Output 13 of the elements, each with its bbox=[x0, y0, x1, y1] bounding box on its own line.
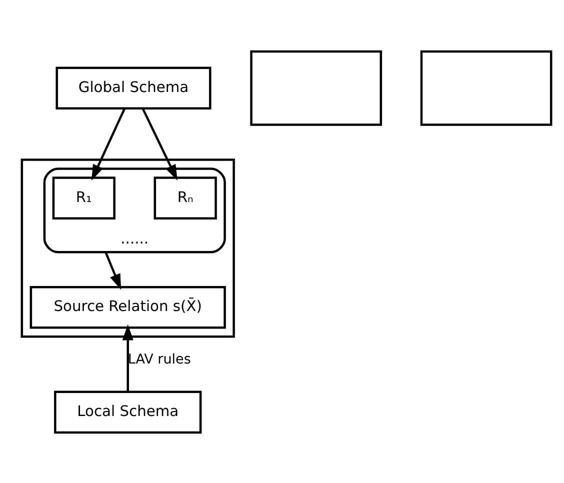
edge-label: LAV rules bbox=[128, 350, 191, 367]
node-box: R₁ bbox=[52, 176, 116, 219]
arrow bbox=[104, 251, 122, 290]
node-box bbox=[250, 50, 382, 126]
node-box: Local Schema bbox=[54, 390, 202, 434]
node-box: Global Schema bbox=[56, 66, 212, 110]
node-box: Source Relation s(X̄) bbox=[30, 285, 226, 328]
node-box bbox=[420, 50, 552, 126]
cluster bbox=[20, 158, 235, 338]
node-box: Rₙ bbox=[154, 176, 217, 219]
arrow bbox=[142, 108, 178, 180]
arrow bbox=[91, 108, 126, 180]
arrow bbox=[122, 324, 134, 392]
